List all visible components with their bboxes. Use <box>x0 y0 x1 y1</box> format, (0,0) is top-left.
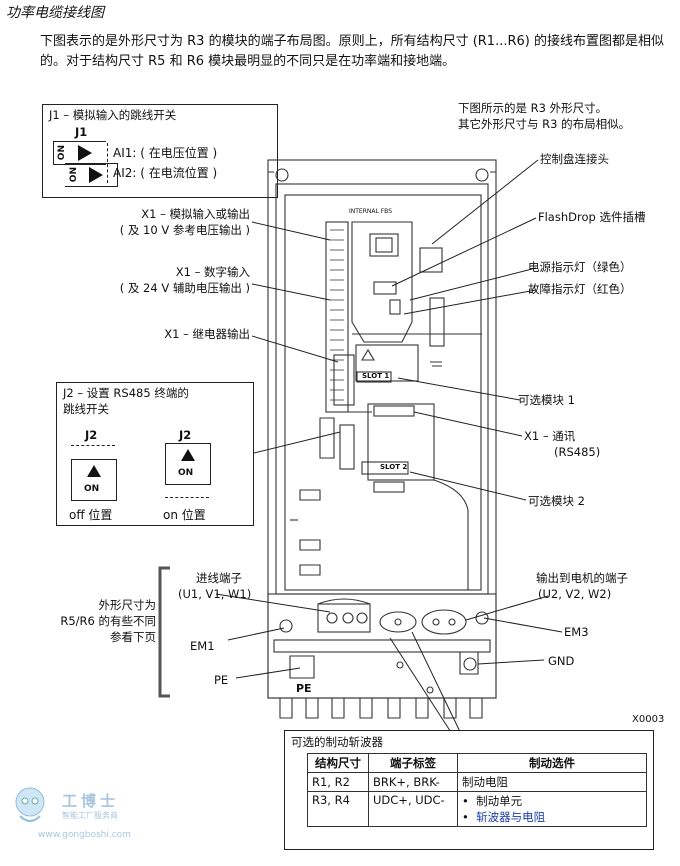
j1-heading: J1 – 模拟输入的跳线开关 <box>49 108 177 122</box>
j2-switch-off: ON <box>71 459 117 501</box>
r3-note-line1: 下图所示的是 R3 外形尺寸。 <box>458 101 608 115</box>
intro-paragraph: 下图表示的是外形尺寸为 R3 的模块的端子布局图。原则上，所有结构尺寸 (R1.… <box>40 34 664 69</box>
r5r6-note-2: R5/R6 的有些不同 <box>60 614 156 628</box>
label-gnd: GND <box>548 654 575 668</box>
label-input-terms: (U1, V1, W1) <box>178 587 252 601</box>
label-x1-digital-aux: ( 及 24 V 辅助电压输出 ) <box>119 281 250 295</box>
table-header: 端子标签 <box>368 753 458 773</box>
label-em1: EM1 <box>190 639 215 653</box>
table-cell: 制动电阻 <box>457 772 647 792</box>
j2-on-position: on 位置 <box>163 508 206 522</box>
table-cell: R1, R2 <box>307 772 369 792</box>
j2-off-position: off 位置 <box>69 508 113 522</box>
watermark-brand: 工博士 <box>62 792 120 810</box>
j2-heading-1: J2 – 设置 RS485 终端的 <box>63 386 189 400</box>
table-header: 结构尺寸 <box>307 753 369 773</box>
pe-mark: PE <box>296 682 312 695</box>
label-x1-comm: X1 – 通讯 <box>524 429 576 443</box>
j1-ai1: AI1: ( 在电压位置 ) <box>113 146 218 160</box>
table-header-row: 结构尺寸 端子标签 制动选件 <box>307 753 647 773</box>
j1-label: J1 <box>75 125 88 139</box>
j2-heading-2: 跳线开关 <box>63 402 109 416</box>
label-option2: 可选模块 2 <box>528 494 585 508</box>
brake-table: 结构尺寸 端子标签 制动选件 R1, R2 BRK+, BRK- 制动电阻 R3… <box>307 753 647 827</box>
bullet-icon: • <box>462 810 477 824</box>
drawing-number: X0003 <box>632 714 665 725</box>
label-input: 进线端子 <box>196 571 242 585</box>
label-pe: PE <box>214 673 229 687</box>
r5r6-note-3: 参看下页 <box>110 630 156 644</box>
table-row: R3, R4 UDC+, UDC- • 制动单元 • 斩波器与电阻 <box>307 791 647 827</box>
switch-arrow-icon <box>89 167 103 183</box>
chopper-link[interactable]: 斩波器与电阻 <box>476 810 546 824</box>
label-option1: 可选模块 1 <box>518 393 575 407</box>
bullet-icon: • <box>462 794 477 808</box>
label-x1-digital: X1 – 数字输入 <box>175 265 250 279</box>
j1-switch-ai2: ON <box>65 163 118 187</box>
robot-mascot-icon <box>15 787 45 822</box>
label-output: 输出到电机的端子 <box>536 571 628 585</box>
list-item: • 制动单元 <box>462 794 523 808</box>
switch-arrow-icon <box>181 449 195 461</box>
table-cell: R3, R4 <box>307 791 369 827</box>
j1-switch-ai1: ON <box>53 141 106 165</box>
label-output-terms: (U2, V2, W2) <box>538 587 612 601</box>
watermark-url: www.gongboshi.com <box>38 830 131 840</box>
j1-box: J1 – 模拟输入的跳线开关 J1 ON ON AI1: ( 在电压位置 ) A… <box>42 104 278 198</box>
switch-arrow-icon <box>78 145 92 161</box>
r5r6-note-1: 外形尺寸为 <box>98 598 157 612</box>
table-cell: BRK+, BRK- <box>368 772 458 792</box>
r3-note-line2: 其它外形尺寸与 R3 的布局相似。 <box>458 117 631 131</box>
j2-box: J2 – 设置 RS485 终端的 跳线开关 J2 J2 ON ON off 位… <box>56 382 254 526</box>
label-flashdrop: FlashDrop 选件插槽 <box>538 210 646 224</box>
list-item: • 斩波器与电阻 <box>462 809 642 825</box>
table-row: R1, R2 BRK+, BRK- 制动电阻 <box>307 772 647 792</box>
j2-off-label: J2 <box>85 428 98 442</box>
label-power-led: 电源指示灯（绿色） <box>528 260 632 274</box>
watermark-tagline: 智能工厂服务商 <box>62 811 118 820</box>
brake-table-box: 可选的制动斩波器 结构尺寸 端子标签 制动选件 R1, R2 BRK+, BRK… <box>284 730 654 850</box>
internal-fbs-label: INTERNAL FBS <box>349 208 392 215</box>
page-title: 功率电缆接线图 <box>6 5 104 21</box>
slot2-label: SLOT 2 <box>380 463 408 471</box>
label-x1-relay: X1 – 继电器输出 <box>164 327 250 341</box>
table-cell: UDC+, UDC- <box>368 791 458 827</box>
label-fault-led: 故障指示灯（红色） <box>528 282 632 296</box>
table-header: 制动选件 <box>457 753 647 773</box>
j2-on-label: J2 <box>179 428 192 442</box>
j2-on-on-text: ON <box>178 468 194 478</box>
slot1-label: SLOT 1 <box>362 372 390 380</box>
j2-off-on-text: ON <box>84 484 100 494</box>
label-x1-analog-ref: ( 及 10 V 参考电压输出 ) <box>119 223 250 237</box>
switch-arrow-icon <box>87 465 101 477</box>
j2-switch-on: ON <box>165 443 211 485</box>
label-em3: EM3 <box>564 625 589 639</box>
brake-table-caption: 可选的制动斩波器 <box>291 735 383 749</box>
table-cell: • 制动单元 • 斩波器与电阻 <box>457 791 647 827</box>
label-control-panel: 控制盘连接头 <box>540 152 609 166</box>
label-x1-analog: X1 – 模拟输入或输出 <box>141 207 250 221</box>
j1-ai2: AI2: ( 在电流位置 ) <box>113 166 218 180</box>
label-x1-comm-rs485: (RS485) <box>554 445 601 459</box>
